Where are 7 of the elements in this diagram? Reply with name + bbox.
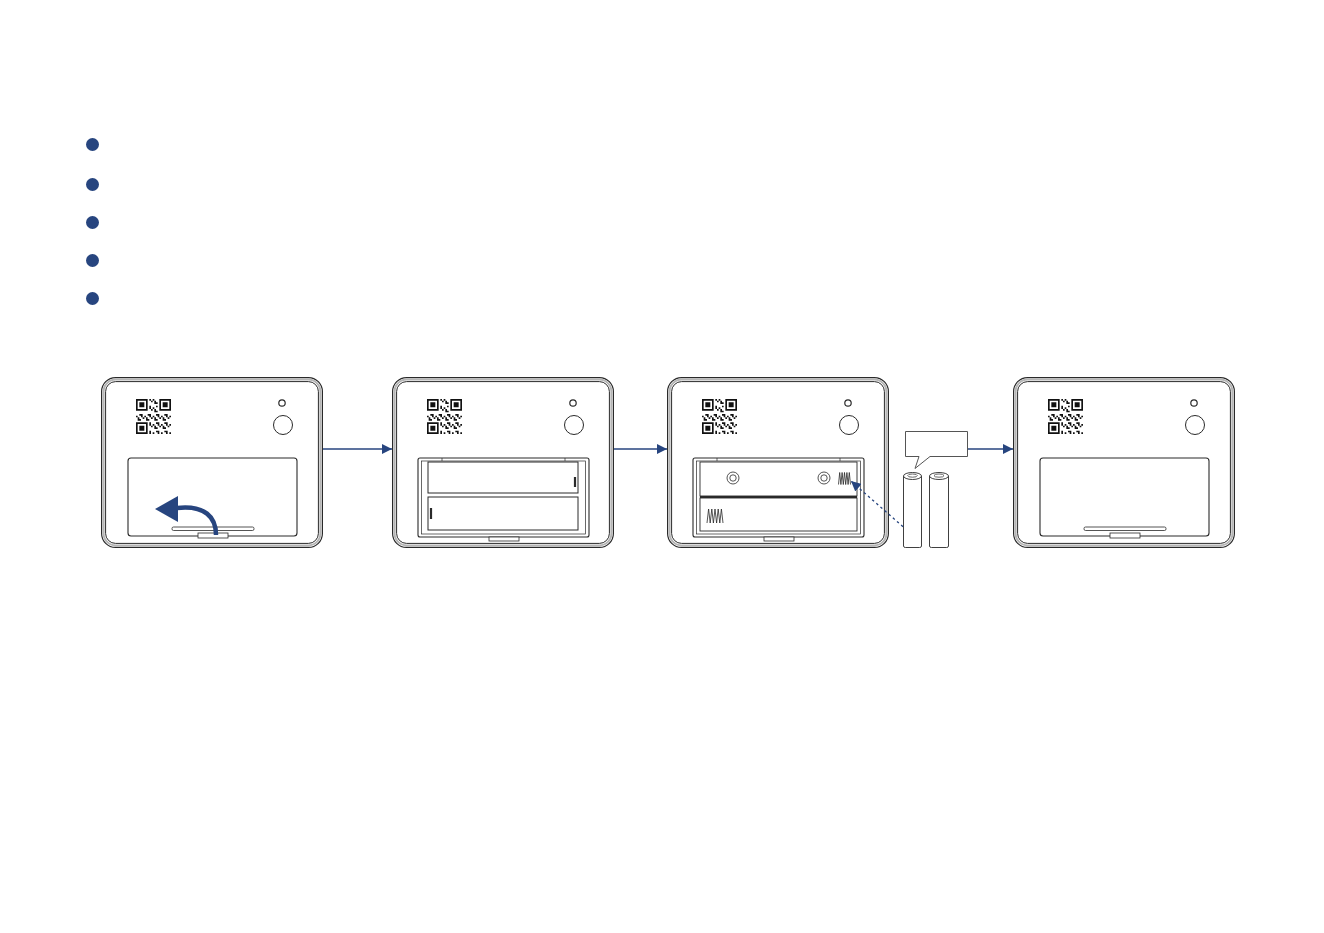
spring-icon <box>838 472 851 485</box>
arrow <box>967 444 1014 454</box>
battery <box>929 472 949 548</box>
speech-bubble <box>905 431 968 469</box>
arrow <box>322 444 393 454</box>
battery <box>903 472 922 548</box>
arrow <box>613 444 668 454</box>
